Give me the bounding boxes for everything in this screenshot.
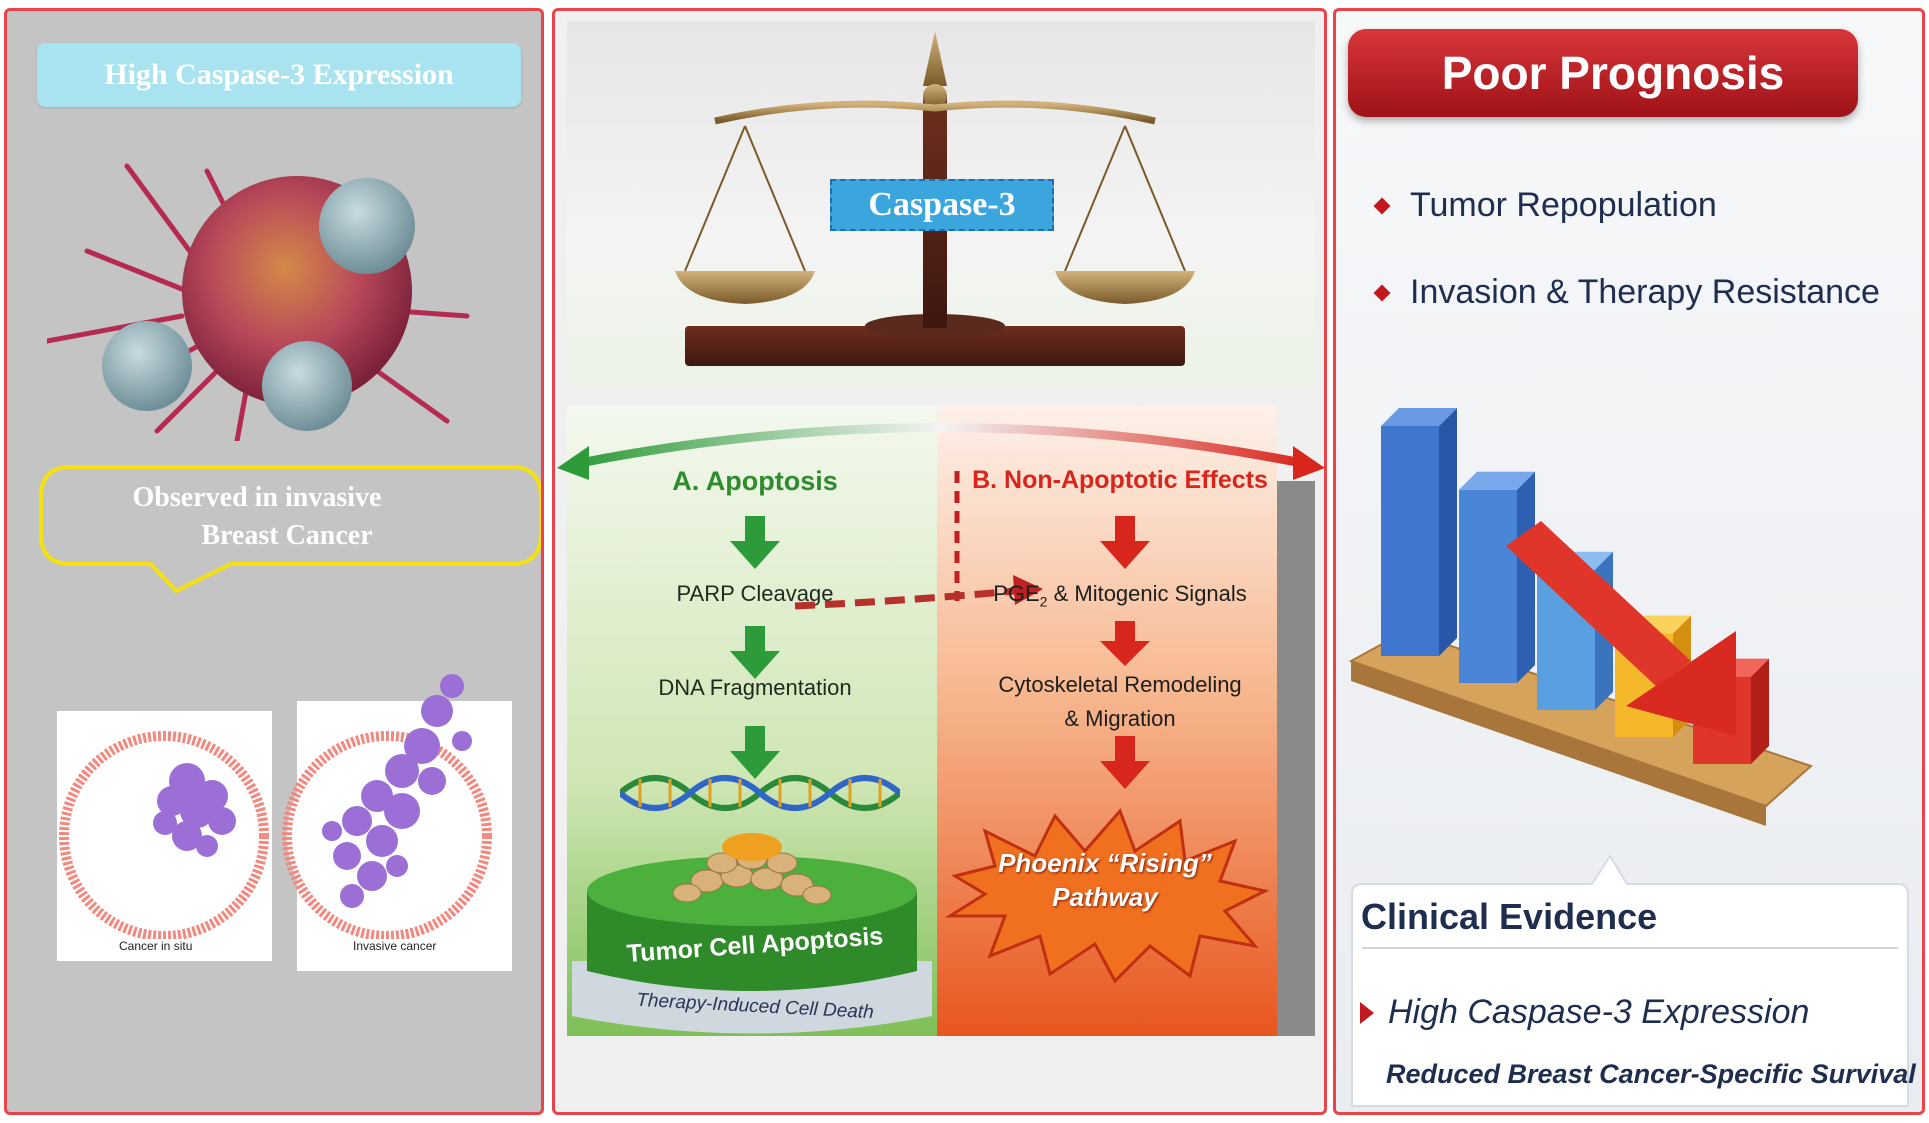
invasive-cancer-duct — [282, 674, 512, 971]
scale-caspase-label: Caspase-3 — [830, 179, 1054, 231]
callout-text: Observed in invasive Breast Cancer — [67, 479, 507, 555]
tumor-apoptosis-platform — [572, 833, 932, 1034]
non-apoptotic-title: B. Non-Apoptotic Effects — [972, 466, 1268, 494]
triangle-bullet-icon — [1360, 1001, 1374, 1024]
non-apoptotic-arrows — [1100, 516, 1150, 789]
t-cell-3 — [262, 341, 352, 431]
apoptosis-arrows — [730, 516, 780, 779]
bullet-label: Invasion & Therapy Resistance — [1410, 273, 1880, 311]
declining-bar-chart-icon — [1348, 408, 1813, 826]
cytoskeletal-step: Cytoskeletal Remodeling & Migration — [955, 668, 1285, 736]
clinical-item-label: High Caspase-3 Expression — [1388, 993, 1810, 1031]
poor-prognosis-banner: Poor Prognosis — [1348, 29, 1858, 117]
left-panel: High Caspase-3 Expression — [4, 8, 544, 1115]
t-cell-2 — [102, 321, 192, 411]
chart-bar-1 — [1381, 408, 1457, 656]
callout-line-1: Observed in invasive — [132, 482, 382, 513]
dashed-connector-arrows — [794, 471, 1043, 610]
bullet-invasion-resistance: Invasion & Therapy Resistance — [1373, 273, 1880, 312]
header-label: High Caspase-3 Expression — [104, 58, 454, 91]
scale-left-pan — [675, 271, 815, 304]
phoenix-rising-label: Phoenix “Rising” Pathway — [985, 846, 1225, 914]
apoptosis-title: A. Apoptosis — [672, 466, 838, 496]
diamond-bullet-icon — [1373, 197, 1391, 214]
phoenix-line-1: Phoenix “Rising” — [998, 848, 1212, 878]
cytoskeletal-line-1: Cytoskeletal Remodeling — [998, 672, 1242, 697]
clinical-evidence-title: Clinical Evidence — [1361, 896, 1658, 937]
pge2-signals-step: PGE2 & Mitogenic Signals — [965, 581, 1275, 609]
cancer-in-situ-duct — [57, 711, 272, 961]
callout-line-2: Breast Cancer — [201, 520, 373, 551]
diamond-bullet-icon — [1373, 284, 1391, 301]
bullet-tumor-repopulation: Tumor Repopulation — [1373, 186, 1717, 225]
scale-right-pan — [1055, 271, 1195, 304]
clinical-card-shape — [1351, 854, 1909, 1107]
chart-bar-2 — [1459, 471, 1535, 683]
callout-bubble — [39, 465, 541, 594]
caspase-expression-header: High Caspase-3 Expression — [37, 43, 521, 107]
clinical-sub-label: Reduced Breast Cancer-Specific Survival — [1386, 1059, 1916, 1089]
caption-invasive-cancer: Invasive cancer — [349, 939, 441, 953]
bidirectional-arrow — [557, 423, 1324, 480]
cytoskeletal-line-2: & Migration — [1064, 706, 1176, 731]
clinical-item: High Caspase-3 Expression — [1360, 993, 1809, 1032]
middle-panel: Caspase-3 A. Apoptosis PARP Cleavage DNA… — [552, 8, 1327, 1115]
histology-diagram — [57, 674, 512, 971]
banner-title: Poor Prognosis — [1441, 47, 1785, 99]
bullet-label: Tumor Repopulation — [1410, 186, 1717, 224]
scale-beam — [714, 100, 1156, 125]
scale-base — [685, 326, 1185, 366]
parp-cleavage-step: PARP Cleavage — [676, 581, 834, 606]
mitogenic-text: & Mitogenic Signals — [1047, 581, 1247, 606]
pge-text: PGE — [993, 581, 1040, 606]
tumor-cell-illustration — [47, 163, 470, 441]
dna-helix-icon — [620, 775, 900, 811]
caption-cancer-in-situ: Cancer in situ — [115, 939, 197, 953]
phoenix-burst-icon — [944, 808, 1270, 984]
decline-arrow — [1506, 521, 1736, 736]
t-cell-1 — [319, 178, 415, 274]
right-edge-bar — [1277, 481, 1315, 1036]
phoenix-line-2: Pathway — [1052, 882, 1158, 912]
pge-subscript: 2 — [1039, 593, 1048, 610]
right-panel: Poor Prognosis Tumor Repopulation Invasi… — [1333, 8, 1925, 1115]
dna-fragmentation-step: DNA Fragmentation — [658, 675, 852, 700]
